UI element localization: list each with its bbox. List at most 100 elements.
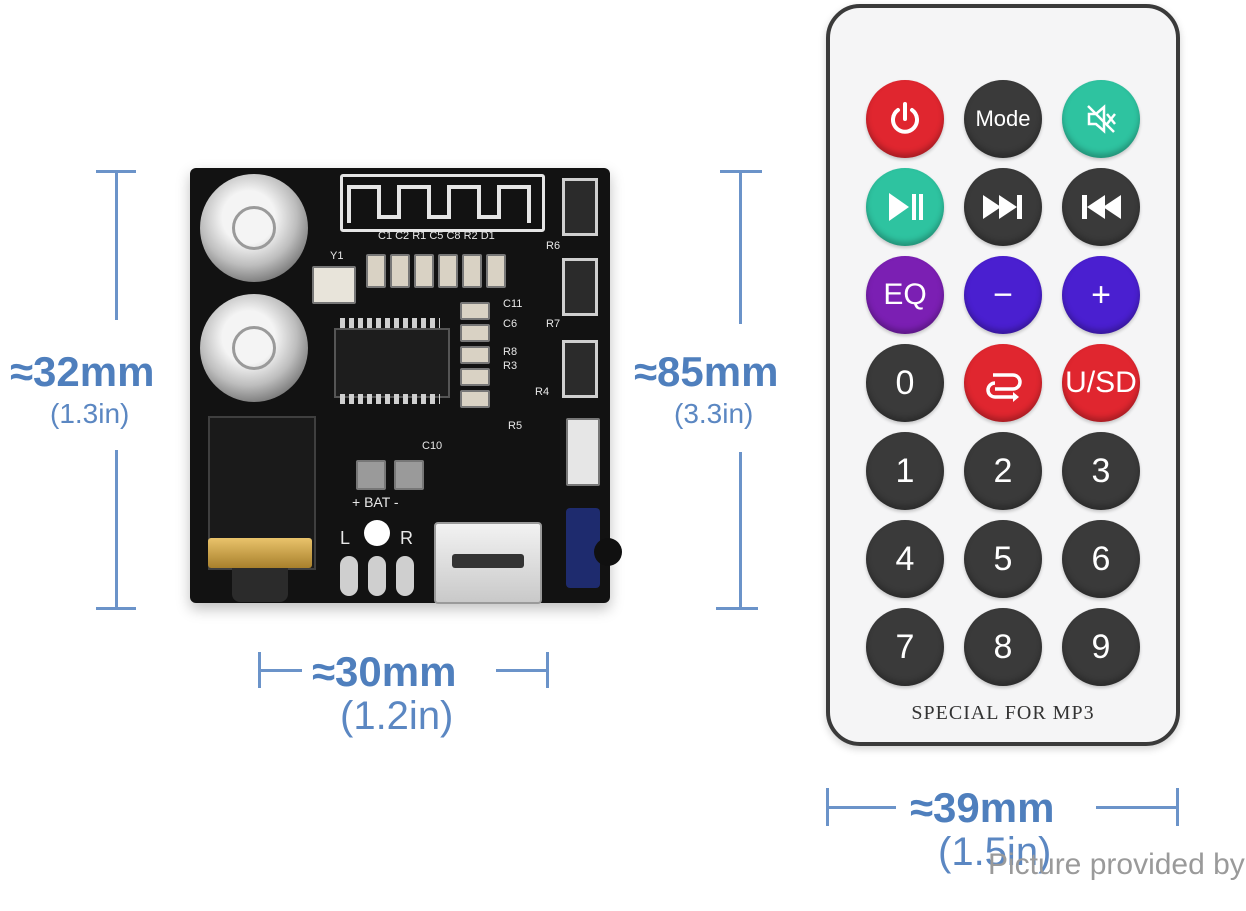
smd-resistor <box>414 254 434 288</box>
remote-button-label: 5 <box>993 539 1013 578</box>
silkscreen-y1: Y1 <box>330 250 344 262</box>
remote-button-8[interactable]: 8 <box>964 608 1042 686</box>
capacitor-top <box>200 174 308 282</box>
next-button[interactable] <box>964 168 1042 246</box>
smd-resistor <box>366 254 386 288</box>
remote-button-2[interactable]: 2 <box>964 432 1042 510</box>
remote-button-label: 1 <box>895 451 915 490</box>
mute-icon <box>1081 99 1121 139</box>
audio-jack-gold-ring <box>208 538 312 568</box>
slide-switch[interactable] <box>566 418 600 486</box>
silkscreen-r3: R3 <box>503 360 518 372</box>
board-width-inches: (1.2in) <box>340 694 454 738</box>
smd-resistor <box>462 254 482 288</box>
eq-button[interactable]: EQ <box>866 256 944 334</box>
remote-button-label: + <box>1091 275 1111 314</box>
board-button-3[interactable] <box>562 340 598 398</box>
silkscreen-r4: R4 <box>535 386 550 398</box>
remote-width-label: ≈39mm <box>910 784 1055 831</box>
dimension-line <box>496 669 548 672</box>
remote-button-label: 9 <box>1091 627 1111 666</box>
board-height-label: ≈32mm <box>10 348 155 395</box>
power-icon <box>885 99 925 139</box>
silkscreen-r6: R6 <box>546 240 561 252</box>
dimension-line <box>826 806 896 809</box>
repeat-icon <box>981 363 1025 403</box>
remote-button-label: EQ <box>883 278 927 311</box>
next-icon <box>979 187 1027 227</box>
remote-button-label: 0 <box>895 363 915 402</box>
previous-button[interactable] <box>1062 168 1140 246</box>
speaker-pad <box>396 556 414 596</box>
smd-resistor <box>486 254 506 288</box>
battery-pad-minus <box>394 460 424 490</box>
smd-resistor <box>460 346 490 364</box>
dimension-tick <box>96 607 136 610</box>
crystal-y1 <box>312 266 356 304</box>
remote-button-label: U/SD <box>1065 366 1137 399</box>
remote-button-label: 4 <box>895 539 915 578</box>
play-pause-button[interactable] <box>866 168 944 246</box>
silkscreen-r5: R5 <box>508 420 523 432</box>
remote-button-6[interactable]: 6 <box>1062 520 1140 598</box>
capacitor-vent <box>232 206 276 250</box>
mode-button[interactable]: Mode <box>964 80 1042 158</box>
remote-button-7[interactable]: 7 <box>866 608 944 686</box>
dimension-tick <box>716 607 758 610</box>
board-height-inches: (1.3in) <box>50 398 130 429</box>
usd-button[interactable]: U/SD <box>1062 344 1140 422</box>
previous-icon <box>1077 187 1125 227</box>
capacitor-bottom <box>200 294 308 402</box>
power-button[interactable] <box>866 80 944 158</box>
dimension-line <box>739 452 742 610</box>
silkscreen-r: R <box>400 528 413 548</box>
silkscreen-c11: C11 <box>503 298 523 310</box>
volume-down-button[interactable]: − <box>964 256 1042 334</box>
remote-button-label: 2 <box>993 451 1013 490</box>
smd-resistor <box>460 302 490 320</box>
capacitor-vent <box>232 326 276 370</box>
remote-button-label: − <box>993 275 1013 314</box>
volume-up-button[interactable]: + <box>1062 256 1140 334</box>
remote-button-0[interactable]: 0 <box>866 344 944 422</box>
remote-height-label: ≈85mm <box>634 348 779 395</box>
remote-button-3[interactable]: 3 <box>1062 432 1140 510</box>
silkscreen-r7: R7 <box>546 318 561 330</box>
speaker-pad <box>340 556 358 596</box>
board-button-1[interactable] <box>562 178 598 236</box>
chip-pins-top <box>340 318 440 328</box>
silkscreen-r8: R8 <box>503 346 518 358</box>
audio-jack-socket <box>232 568 288 602</box>
silkscreen-row-top: C1 C2 R1 C5 C8 R2 D1 <box>378 230 495 242</box>
smd-resistor <box>460 368 490 386</box>
antenna-pattern <box>347 185 531 223</box>
mounting-hole <box>364 520 390 546</box>
remote-button-4[interactable]: 4 <box>866 520 944 598</box>
dimension-tick <box>1176 788 1179 826</box>
remote-button-1[interactable]: 1 <box>866 432 944 510</box>
smd-resistor <box>460 390 490 408</box>
chip-pins-bottom <box>340 394 440 404</box>
remote-button-9[interactable]: 9 <box>1062 608 1140 686</box>
remote-height-inches: (3.3in) <box>674 398 754 429</box>
dimension-line <box>258 669 302 672</box>
watermark: Picture provided by <box>988 848 1245 881</box>
dimension-tick <box>546 652 549 688</box>
dimension-line <box>1096 806 1178 809</box>
mute-button[interactable] <box>1062 80 1140 158</box>
smd-resistor <box>460 324 490 342</box>
repeat-button[interactable] <box>964 344 1042 422</box>
remote-width-inches: (1.5in) <box>938 830 1052 874</box>
battery-pad-plus <box>356 460 386 490</box>
remote-button-label: 8 <box>993 627 1013 666</box>
smd-resistor <box>390 254 410 288</box>
board-button-2[interactable] <box>562 258 598 316</box>
silkscreen-bat: + BAT - <box>352 494 399 510</box>
silkscreen-c10: C10 <box>422 440 443 452</box>
remote-button-5[interactable]: 5 <box>964 520 1042 598</box>
remote-button-label: 7 <box>895 627 915 666</box>
dimension-line <box>739 170 742 324</box>
micro-usb-port[interactable] <box>434 522 542 604</box>
remote-button-label: Mode <box>975 106 1031 131</box>
